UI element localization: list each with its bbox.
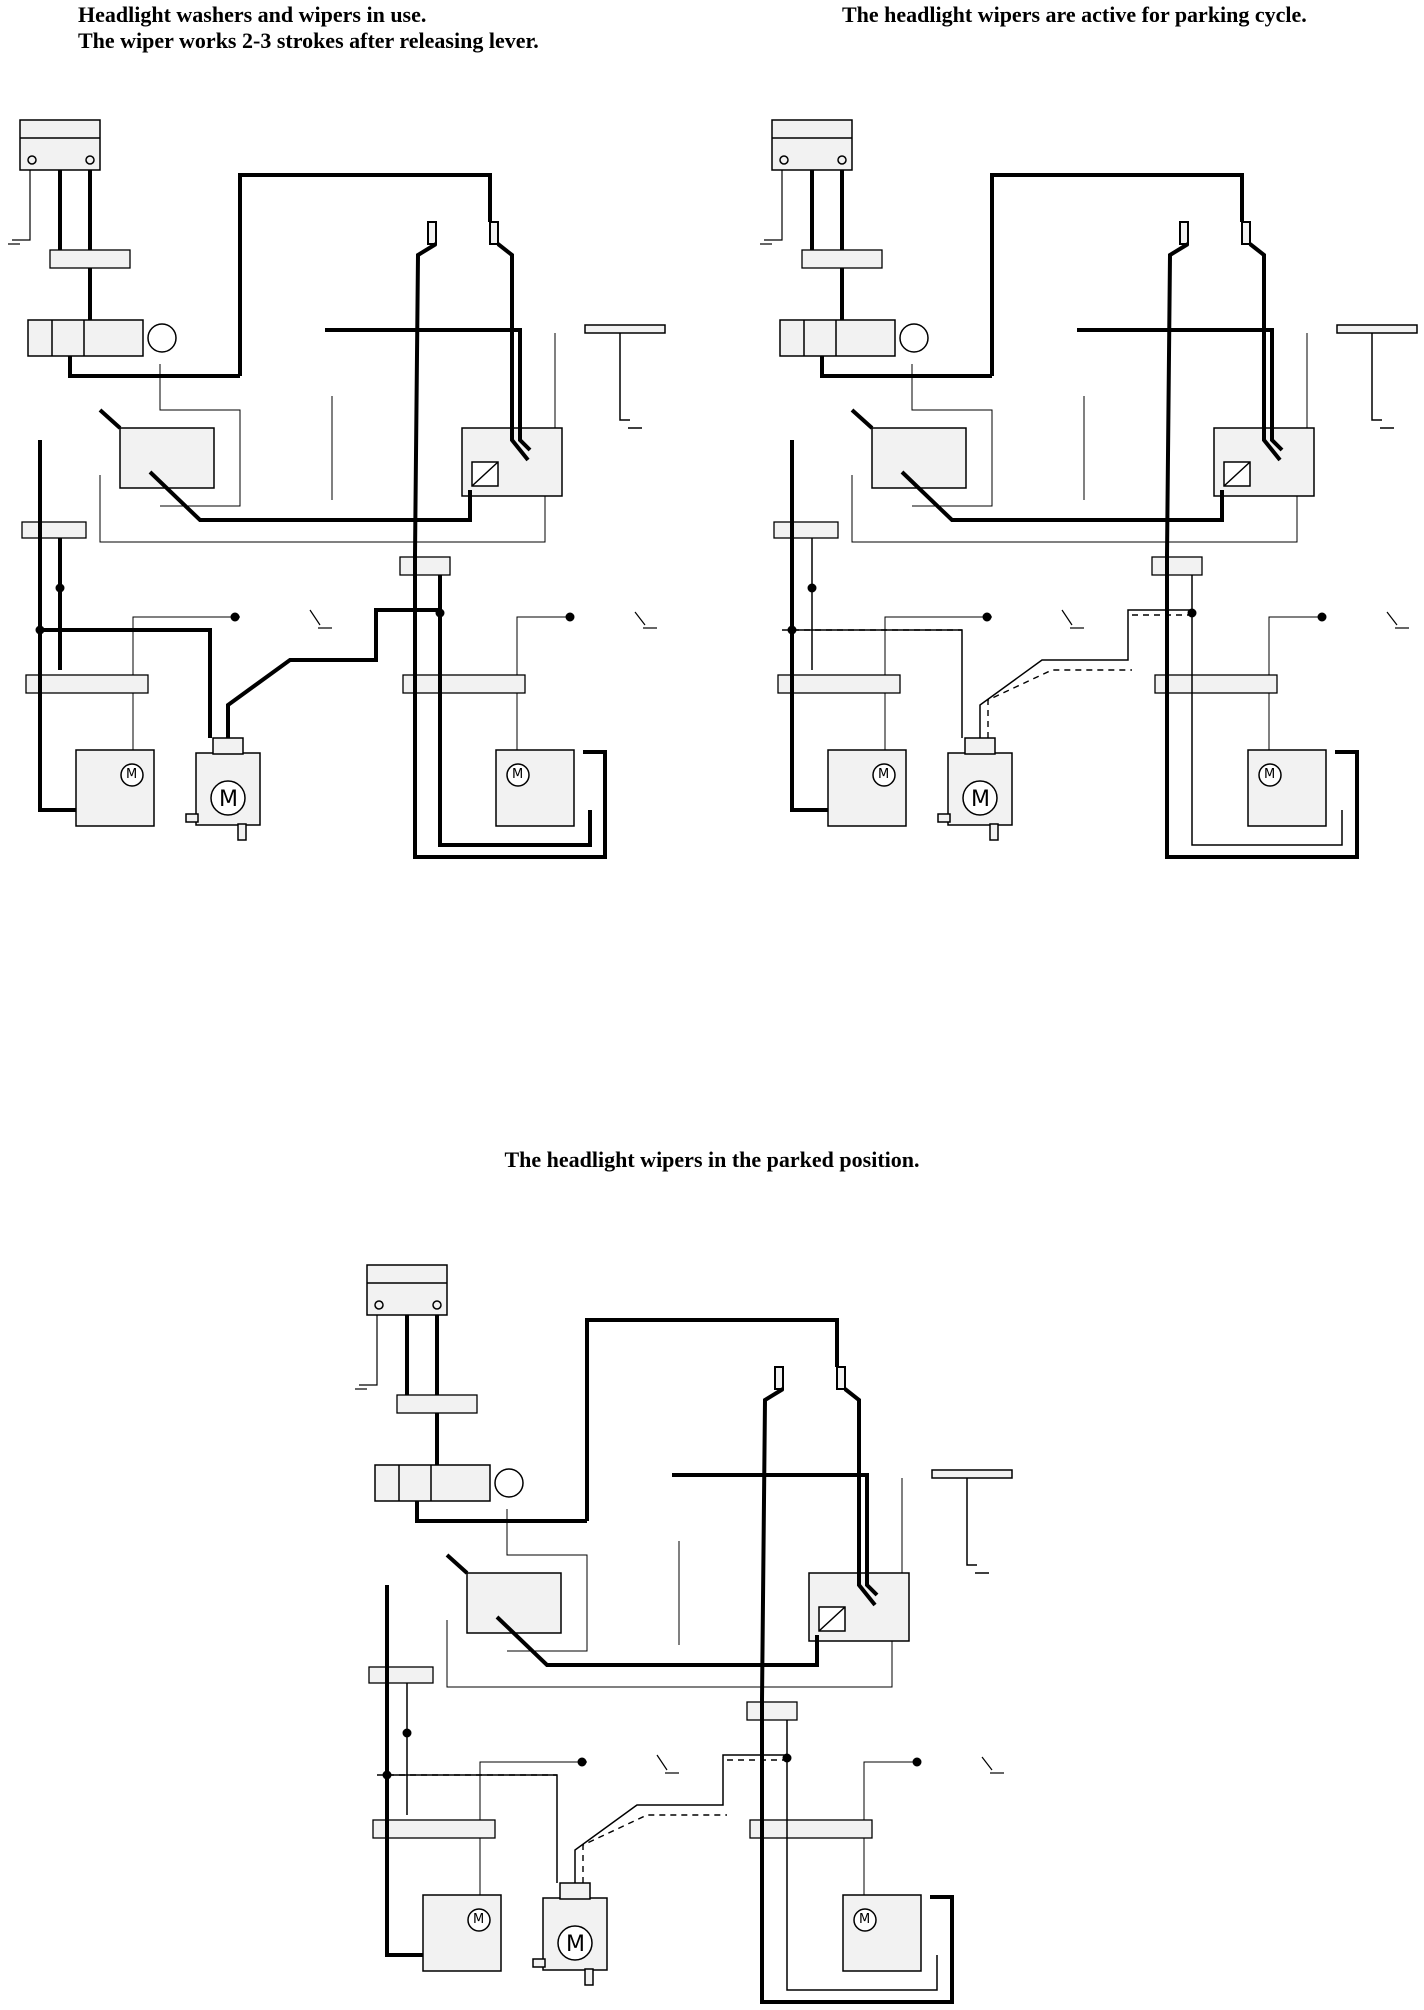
washer-nozzles: [427, 221, 499, 245]
washer-pump-motor: [937, 737, 1013, 841]
motor-label-left: M: [878, 767, 889, 782]
wiper-motor-right: [842, 1894, 922, 1972]
connector-block: [368, 1394, 873, 1839]
light-switch: [27, 319, 177, 357]
wiper-motor-left: [827, 749, 907, 827]
fuse-strip: [1336, 324, 1418, 429]
caption-washers-in-use: Headlight washers and wipers in use. The…: [78, 2, 539, 54]
pump-motor-label: M: [219, 787, 238, 812]
fuse-strip: [584, 324, 666, 429]
fuse-strip: [931, 1469, 1013, 1574]
wiper-relay: [871, 427, 967, 489]
wiper-relay: [466, 1572, 562, 1634]
thin-wiring: [446, 1478, 917, 1895]
thin-wiring: [851, 333, 1322, 750]
washer-nozzles: [1179, 221, 1251, 245]
caption-parked-position: The headlight wipers in the parked posit…: [504, 1147, 920, 1172]
motor-label-right: M: [1264, 767, 1275, 782]
pump-motor-label: M: [971, 787, 990, 812]
splice-points: [35, 583, 575, 635]
connector-block: [21, 249, 526, 694]
control-panel: [366, 1264, 448, 1316]
parking-feed: [377, 1759, 787, 1883]
splice-points: [382, 1728, 922, 1780]
caption-parking-cycle: The headlight wipers are active for park…: [842, 2, 1307, 27]
control-panel: [771, 119, 853, 171]
ground-symbols: [8, 170, 657, 629]
wiper-motor-right: [495, 749, 575, 827]
washer-nozzles: [774, 1366, 846, 1390]
motor-label-left: M: [126, 767, 137, 782]
active-circuit: [38, 170, 607, 859]
motor-label-left: M: [473, 1912, 484, 1927]
ground-symbols: [355, 1315, 1004, 1774]
ground-symbols: [760, 170, 1409, 629]
connector-block: [773, 249, 1278, 694]
caption-line-1: Headlight washers and wipers in use.: [78, 2, 427, 27]
motor-label-right: M: [859, 1912, 870, 1927]
parking-feed: [782, 614, 1192, 738]
diagram-washers-in-use: M M M: [0, 110, 680, 865]
control-panel: [19, 119, 101, 171]
caption-line-2: The wiper works 2-3 strokes after releas…: [78, 28, 539, 53]
wiper-relay: [119, 427, 215, 489]
washer-pump-motor: [185, 737, 261, 841]
active-circuit: [790, 170, 1359, 859]
light-switch: [779, 319, 929, 357]
wiper-motor-right: [1247, 749, 1327, 827]
wiper-motor-left: [422, 1894, 502, 1972]
washer-pump-motor: [532, 1882, 608, 1986]
light-switch: [374, 1464, 524, 1502]
wiper-motor-left: [75, 749, 155, 827]
pump-motor-label: M: [566, 1932, 585, 1957]
control-relay: [808, 1572, 910, 1642]
motor-label-right: M: [512, 767, 523, 782]
diagram-parking-cycle: M M M: [752, 110, 1424, 865]
diagram-parked-position: M M M: [347, 1255, 1027, 2010]
splice-points: [787, 583, 1327, 635]
thin-wiring: [99, 333, 570, 750]
